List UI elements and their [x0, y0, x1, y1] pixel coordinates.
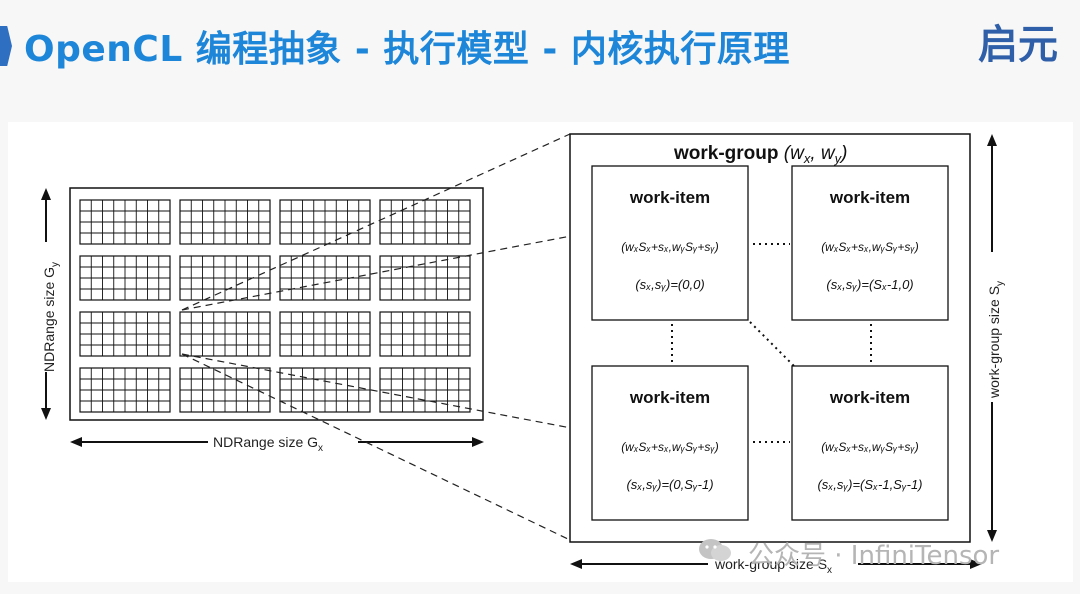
work-item-box: work-item (wₓSₓ+sₓ,wᵧSᵧ+sᵧ) (sₓ,sᵧ)=(0,Sᵧ-… [591, 365, 749, 521]
title-bar: OpenCL 编程抽象 - 执行模型 - 内核执行原理 启元 [0, 0, 1080, 92]
zoom-lines [181, 133, 593, 541]
title-accent-tab [0, 26, 12, 66]
work-item-coords: (sₓ,sᵧ)=(0,0) [635, 277, 704, 292]
work-items: work-item(wₓSₓ+sₓ,wᵧSᵧ+sᵧ)(sₓ,sᵧ)=(0,0)w… [591, 165, 949, 521]
work-item-formula: (wₓSₓ+sₓ,wᵧSᵧ+sᵧ) [621, 440, 719, 454]
ndrange-workgroup-block [279, 367, 371, 413]
ndrange-workgroup-block [279, 199, 371, 245]
work-item-coords: (sₓ,sᵧ)=(0,Sᵧ-1) [626, 477, 713, 492]
workgroup-y-label: work-group size Sy [986, 281, 1006, 399]
ndrange-workgroup-block [179, 311, 271, 357]
work-item-formula: (wₓSₓ+sₓ,wᵧSᵧ+sᵧ) [621, 240, 719, 254]
ndrange-workgroup-block [379, 255, 471, 301]
ndrange-workgroup-block [79, 367, 171, 413]
item-connectors [671, 243, 872, 443]
ndrange-workgroup-block [279, 311, 371, 357]
work-item-box: work-item (wₓSₓ+sₓ,wᵧSᵧ+sᵧ) (sₓ,sᵧ)=(Sₓ-1,… [791, 165, 949, 321]
workgroup-x-label: work-group size Sx [714, 556, 832, 576]
ndrange-workgroup-block [79, 311, 171, 357]
work-item-label: work-item [629, 188, 710, 207]
ndrange-workgroup-block [279, 255, 371, 301]
ndrange-grid [79, 199, 471, 413]
workgroup-title: work-group (wx, wy) [673, 143, 847, 166]
ndrange-workgroup-block [179, 367, 271, 413]
work-item-label: work-item [829, 188, 910, 207]
logo: 启元 [978, 12, 1070, 68]
ndrange-workgroup-block [79, 255, 171, 301]
work-item-label: work-item [829, 388, 910, 407]
watermark-text: 公众号 · InfiniTensor [748, 541, 1000, 571]
work-item-label: work-item [629, 388, 710, 407]
work-item-formula: (wₓSₓ+sₓ,wᵧSᵧ+sᵧ) [821, 440, 919, 454]
ndrange-y-label: NDRange size Gy [41, 262, 61, 372]
slide-title: OpenCL 编程抽象 - 执行模型 - 内核执行原理 [24, 29, 790, 70]
wechat-icon [699, 539, 731, 561]
ndrange-workgroup-block [179, 199, 271, 245]
work-item-coords: (sₓ,sᵧ)=(Sₓ-1,Sᵧ-1) [817, 477, 922, 492]
work-item-coords: (sₓ,sᵧ)=(Sₓ-1,0) [826, 277, 913, 292]
logo-text: 启元 [978, 22, 1058, 68]
ndrange-workgroup-block [379, 367, 471, 413]
ndrange-workgroup-block [379, 199, 471, 245]
ndrange-x-label: NDRange size Gx [213, 434, 323, 454]
diagram-canvas: NDRange size Gy NDRange size Gx work-gro… [8, 122, 1073, 582]
ndrange-workgroup-block [179, 255, 271, 301]
diagram-svg: NDRange size Gy NDRange size Gx work-gro… [36, 133, 1006, 576]
work-item-formula: (wₓSₓ+sₓ,wᵧSᵧ+sᵧ) [821, 240, 919, 254]
ndrange-workgroup-block [79, 199, 171, 245]
work-item-box: work-item (wₓSₓ+sₓ,wᵧSᵧ+sᵧ) (sₓ,sᵧ)=(Sₓ-1,… [791, 365, 949, 521]
ndrange-workgroup-block [379, 311, 471, 357]
work-item-box: work-item (wₓSₓ+sₓ,wᵧSᵧ+sᵧ) (sₓ,sᵧ)=(0,0) [591, 165, 749, 321]
